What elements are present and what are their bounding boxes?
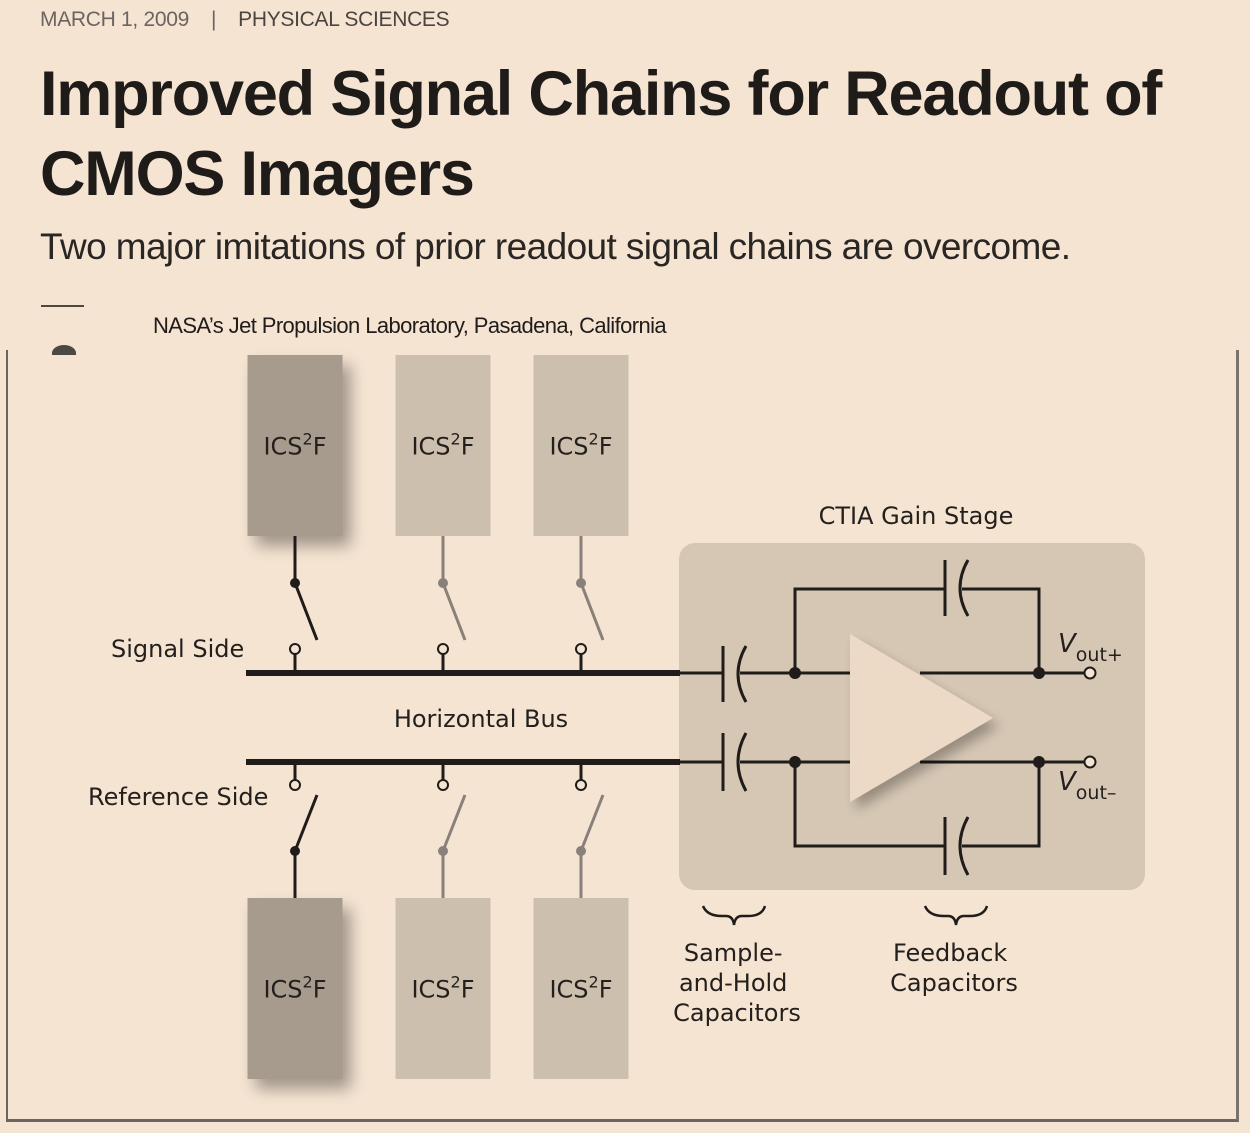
feedback-capacitor-curve <box>958 559 970 617</box>
switch-top-3 <box>575 536 605 672</box>
vout-minus-label: Vout– <box>1058 767 1116 804</box>
switch-top-2 <box>437 536 467 672</box>
switch-arm <box>293 794 319 852</box>
switch-contact <box>437 643 449 655</box>
feedback-capacitors-label: Feedback Capacitors <box>890 939 1018 997</box>
ics2f-block-rect <box>533 898 629 1079</box>
ics2f-block-rect <box>395 355 491 536</box>
ics2f-block-label: ICS2F <box>549 973 612 1004</box>
ics2f-block-bottom-1: ICS2F <box>247 898 343 1079</box>
ctia-gain-stage-label: CTIA Gain Stage <box>819 502 1014 530</box>
ics2f-block-top-1: ICS2F <box>247 355 343 536</box>
ics2f-block-label: ICS2F <box>263 973 326 1004</box>
ics2f-block-rect <box>247 898 343 1079</box>
ics2f-block-label: ICS2F <box>411 430 474 461</box>
ics2f-block-label: ICS2F <box>549 430 612 461</box>
vout-minus-terminal <box>1083 755 1097 769</box>
divider-rule <box>41 305 84 307</box>
article-meta: MARCH 1, 2009 | PHYSICAL SCIENCES <box>40 8 450 32</box>
switch-bottom-1 <box>289 763 319 898</box>
reference-side-label: Reference Side <box>88 783 268 811</box>
article-date: MARCH 1, 2009 <box>40 8 189 31</box>
ics2f-block-top-2: ICS2F <box>395 355 491 536</box>
ics2f-block-bottom-2: ICS2F <box>395 898 491 1079</box>
ics2f-block-rect <box>395 898 491 1079</box>
meta-separator: | <box>211 8 217 31</box>
horizontal-bus-label: Horizontal Bus <box>394 705 568 733</box>
switch-contact <box>575 643 587 655</box>
switch-arm <box>579 794 605 852</box>
switch-contact <box>437 779 449 791</box>
article-subtitle: Two major imitations of prior readout si… <box>40 226 1071 267</box>
switch-arm <box>579 582 605 641</box>
ctia-circuit <box>680 559 1090 876</box>
article-category[interactable]: PHYSICAL SCIENCES <box>238 8 450 31</box>
ics2f-block-label: ICS2F <box>263 430 326 461</box>
switch-arm <box>441 582 467 641</box>
ics2f-block-top-3: ICS2F <box>533 355 629 536</box>
sample-hold-capacitors-label: Sample- and-Hold Capacitors <box>673 939 801 1027</box>
switch-bottom-3 <box>575 763 605 898</box>
switch-bottom-2 <box>437 763 467 898</box>
feedback-brace-icon <box>923 905 989 926</box>
sample-hold-capacitor-curve <box>736 645 748 703</box>
junction-dots <box>789 667 1045 768</box>
switch-arm <box>293 582 319 641</box>
ics2f-block-rect <box>533 355 629 536</box>
ics2f-block-bottom-3: ICS2F <box>533 898 629 1079</box>
sample-hold-brace-icon <box>701 905 767 926</box>
switch-contact <box>289 643 301 655</box>
article-affiliation: NASA’s Jet Propulsion Laboratory, Pasade… <box>153 313 667 338</box>
switch-top-1 <box>289 536 319 672</box>
ics2f-block-label: ICS2F <box>411 973 474 1004</box>
article-title: Improved Signal Chains for Readout of CM… <box>40 59 1162 209</box>
amplifier-triangle-icon <box>850 634 993 802</box>
switch-contact <box>575 779 587 791</box>
vout-plus-terminal <box>1083 666 1097 680</box>
switch-arm <box>441 794 467 852</box>
ics2f-block-rect <box>247 355 343 536</box>
figure-frame <box>6 350 1239 1122</box>
vout-plus-label: Vout+ <box>1058 629 1123 666</box>
signal-side-label: Signal Side <box>111 635 244 663</box>
switch-contact <box>289 779 301 791</box>
avatar-edge-icon <box>52 345 76 355</box>
